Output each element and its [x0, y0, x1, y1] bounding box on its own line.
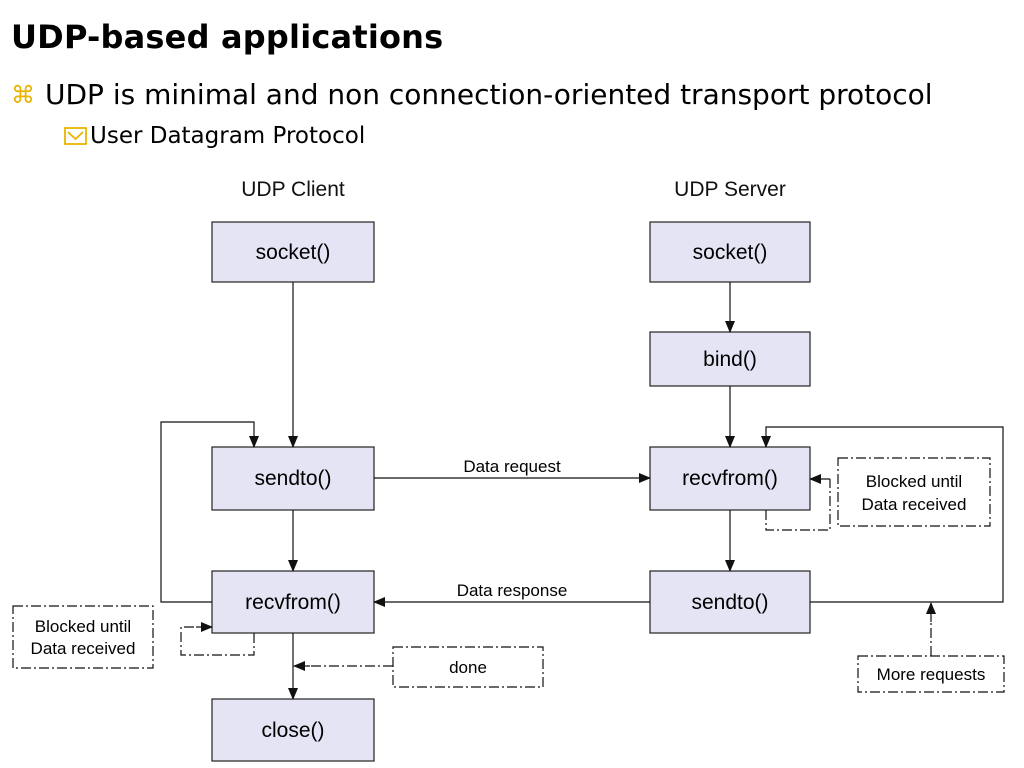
client-header: UDP Client: [241, 178, 345, 201]
client-socket-label: socket(): [256, 241, 331, 264]
server-bind-label: bind(): [703, 348, 757, 371]
done-note: [392, 646, 544, 688]
arrow-server-loop: [761, 426, 1004, 603]
server-sendto-label: sendto(): [691, 591, 768, 614]
bullet-main-text: UDP is minimal and non connection-orient…: [45, 78, 933, 111]
server-recvfrom-box: recvfrom(): [649, 446, 811, 511]
client-socket-box: socket(): [211, 221, 375, 283]
bullet-main: ⌘ UDP is minimal and non connection-orie…: [11, 78, 933, 111]
bullet-sub: User Datagram Protocol: [64, 123, 365, 149]
command-icon: ⌘: [11, 80, 35, 109]
server-header: UDP Server: [674, 178, 786, 201]
client-blocked-connector: [180, 626, 255, 656]
more-requests-label: More requests: [877, 665, 986, 684]
client-blocked-note: [12, 605, 154, 669]
server-socket-label: socket(): [693, 241, 768, 264]
client-blocked-line2: Data received: [31, 639, 136, 658]
server-blocked-connector: [765, 479, 831, 531]
folder-check-icon: [64, 126, 88, 146]
slide-title: UDP-based applications: [11, 18, 444, 56]
server-blocked-line1: Blocked until: [866, 472, 962, 491]
server-blocked-note: [837, 457, 991, 527]
client-recvfrom-box: recvfrom(): [211, 570, 375, 634]
server-blocked-line2: Data received: [862, 495, 967, 514]
data-response-label: Data response: [457, 581, 568, 600]
bullet-sub-text: User Datagram Protocol: [90, 123, 366, 149]
server-recvfrom-label: recvfrom(): [682, 467, 778, 490]
server-bind-box: bind(): [649, 331, 811, 387]
done-label: done: [449, 658, 487, 677]
client-recvfrom-label: recvfrom(): [245, 591, 341, 614]
client-sendto-label: sendto(): [254, 467, 331, 490]
client-close-box: close(): [211, 698, 375, 762]
data-request-label: Data request: [463, 457, 561, 476]
client-close-label: close(): [261, 719, 324, 742]
arrow-client-loop: [160, 421, 259, 603]
client-sendto-box: sendto(): [211, 446, 375, 511]
server-socket-box: socket(): [649, 221, 811, 283]
client-blocked-line1: Blocked until: [35, 617, 131, 636]
server-sendto-box: sendto(): [649, 570, 811, 634]
